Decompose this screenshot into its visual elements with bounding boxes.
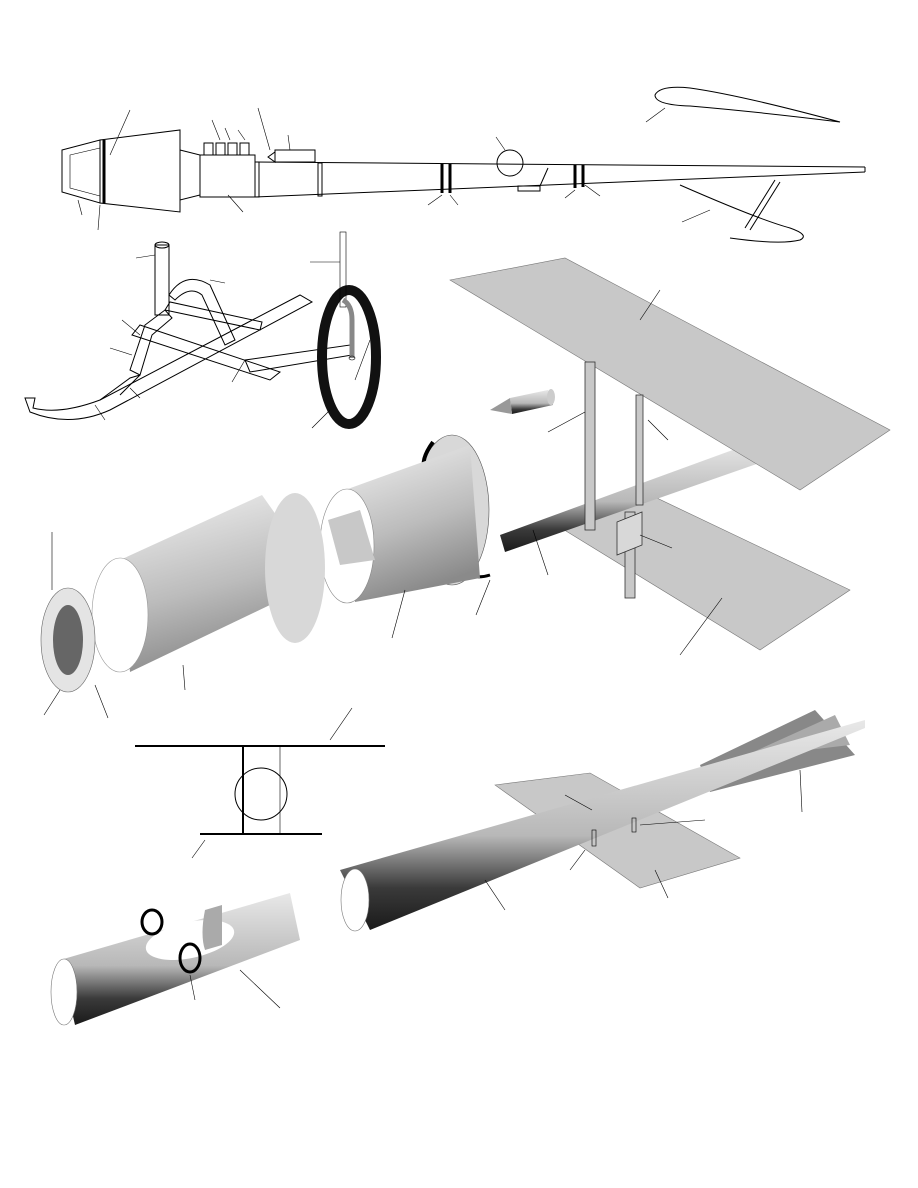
nose-cone <box>91 493 325 691</box>
tail-boom <box>340 710 865 932</box>
wing <box>449 257 891 656</box>
front-ring <box>40 532 109 719</box>
ring <box>310 231 381 429</box>
cross-section <box>135 707 385 859</box>
landing-skid <box>24 241 353 421</box>
fuselage-side-view <box>61 107 866 243</box>
fuselage-cylinder <box>319 434 491 639</box>
airfoil-profile <box>654 86 841 123</box>
arrow-cylinder <box>490 389 555 414</box>
cutout-tube <box>50 893 300 1026</box>
